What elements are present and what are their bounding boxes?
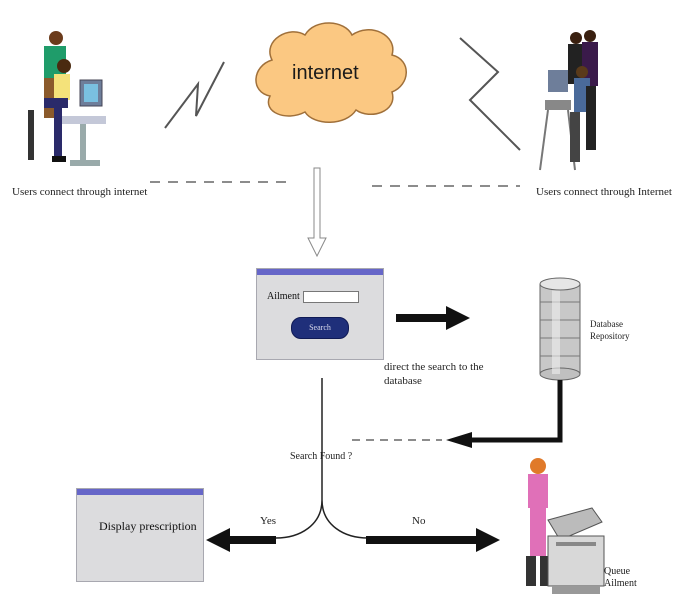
queue-ailment-label: Queue Ailment — [604, 566, 637, 589]
no-arrow — [366, 528, 500, 552]
yes-label: Yes — [260, 515, 277, 527]
no-label: No — [412, 515, 426, 527]
direct-search-label: direct the search to the database — [384, 361, 484, 387]
decision-line — [275, 378, 369, 539]
search-window-titlebar — [257, 269, 383, 275]
database-label: Database Repository — [590, 319, 630, 341]
left-users-illustration — [28, 31, 106, 166]
ailment-field-label: Ailment — [267, 291, 300, 302]
return-line-from-database — [470, 380, 563, 443]
ailment-input[interactable] — [303, 291, 359, 303]
queue-illustration — [526, 458, 605, 594]
users-right-label: Users connect through Internet — [536, 186, 672, 198]
return-arrowhead — [446, 432, 472, 448]
database-cylinder — [539, 277, 581, 381]
right-connection-line — [459, 37, 521, 151]
display-prescription-label: Display prescription — [99, 519, 197, 533]
display-window-titlebar — [77, 489, 203, 495]
right-users-illustration — [539, 30, 598, 171]
internet-cloud — [255, 22, 407, 123]
left-connection-line — [164, 61, 225, 129]
search-found-label: Search Found ? — [290, 451, 353, 462]
internet-label: internet — [292, 62, 359, 84]
search-button[interactable]: Search — [291, 317, 349, 339]
search-window: Ailment Search — [256, 268, 384, 360]
yes-arrow — [206, 528, 276, 552]
users-left-label: Users connect through internet — [12, 186, 148, 198]
arrow-to-database — [396, 306, 470, 330]
hollow-down-arrow — [307, 167, 327, 258]
display-prescription-window: Display prescription — [76, 488, 204, 582]
